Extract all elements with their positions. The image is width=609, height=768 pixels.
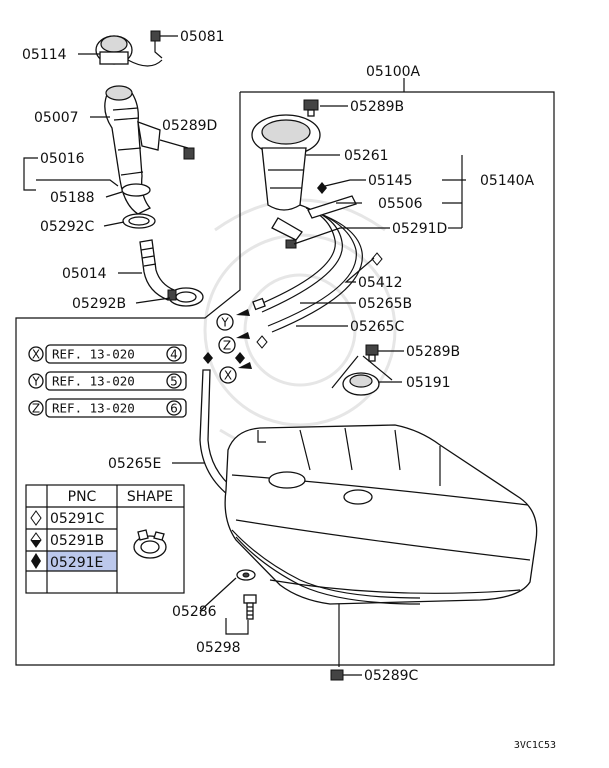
fuel-tank[interactable] [224,424,538,605]
callout-05014: 05014 [62,266,107,282]
ref-z-num: 6 [170,402,178,416]
ref-y-key: Y [31,375,40,389]
ref-y-num: 5 [170,375,178,389]
bracket-05506[interactable] [307,195,357,219]
tank-group-frame [15,92,241,666]
fuel-line-05265B[interactable] [267,209,363,333]
callout-05265C: 05265C [350,319,405,335]
sender-unit-05191[interactable] [331,355,393,396]
legend-highlight [47,551,117,571]
callout-05081: 05081 [180,29,225,45]
ref-z-key: Z [32,402,40,416]
diagram-code: 3VC1C53 [514,740,556,751]
ref-y[interactable]: Y REF. 13-020 5 [28,371,187,391]
fuel-line-05412[interactable] [252,204,343,313]
washer-05286[interactable] [236,569,256,581]
connector-x[interactable]: X [219,366,237,384]
legend-shape-clip [133,529,167,559]
clip-05291D[interactable] [285,239,297,249]
tank-unit-bolt-05289B[interactable] [365,344,379,362]
callout-05261: 05261 [344,148,389,164]
callout-05265B: 05265B [358,296,412,312]
callout-05114: 05114 [22,47,67,63]
callout-05506: 05506 [378,196,423,212]
fuel-cap[interactable] [95,35,163,67]
connector-arrows [203,309,252,369]
clamp-05289D[interactable] [183,147,195,160]
legend-pnc-05291E: 05291E [50,555,103,571]
hose-clamp-05292B[interactable] [167,287,204,307]
callout-05292B: 05292B [72,296,126,312]
legend-table: PNC SHAPE 05291C 05291B 05291E [25,484,185,594]
callout-labels: 05114 05081 05100A 05289B 05007 05289D 0… [22,29,535,684]
nut-05289C[interactable] [330,669,344,681]
tank-strap[interactable] [231,529,421,605]
callout-05298: 05298 [196,640,241,656]
callout-05286: 05286 [172,604,217,620]
legend-pnc-05291B: 05291B [50,533,104,549]
ref-x-num: 4 [170,348,178,362]
callout-05140A: 05140A [480,173,535,189]
legend-symbol-outline [30,510,42,526]
callout-05007: 05007 [34,110,79,126]
bolt-05298[interactable] [243,594,257,620]
ref-z[interactable]: Z REF. 13-020 6 [28,398,187,418]
connector-z[interactable]: Z [218,336,236,354]
legend-header-pnc: PNC [68,489,97,505]
fuel-pump-module-05261[interactable] [251,114,321,241]
callout-05016: 05016 [40,151,85,167]
connector-y[interactable]: Y [216,313,234,331]
callout-05289C: 05289C [364,668,419,684]
grommet-05188[interactable] [121,183,151,197]
callout-05100A: 05100A [366,64,421,80]
ref-y-text: REF. 13-020 [52,374,135,389]
callout-05292C: 05292C [40,219,95,235]
callout-05191: 05191 [406,375,451,391]
callout-05412: 05412 [358,275,403,291]
leader-lines [23,35,466,676]
hose-clamp-05292C[interactable] [122,213,156,229]
connector-x-letter: X [224,369,232,383]
callout-05265E: 05265E [108,456,161,472]
connector-z-letter: Z [223,339,231,353]
diamond-marker-05145 [317,182,327,194]
callout-05145: 05145 [368,173,413,189]
pump-assembly-frame [240,91,555,666]
cap-screw-05081[interactable] [150,30,163,59]
ref-x[interactable]: X REF. 13-020 4 [28,344,187,364]
ref-x-key: X [32,348,40,362]
ref-z-text: REF. 13-020 [52,401,135,416]
ref-x-text: REF. 13-020 [52,347,135,362]
callout-05291D: 05291D [392,221,447,237]
legend-symbol-solid [31,553,41,569]
pump-bolt-05289B[interactable] [303,99,319,117]
connector-y-letter: Y [220,316,229,330]
callout-05289B-mid: 05289B [406,344,460,360]
filler-neck-05007[interactable] [104,85,161,215]
legend-header-shape: SHAPE [127,489,173,505]
callout-05188: 05188 [50,190,95,206]
callout-05289B-top: 05289B [350,99,404,115]
legend-pnc-05291C: 05291C [50,511,105,527]
diamond-marker-05291C [256,252,383,349]
callout-05289D: 05289D [162,118,217,134]
